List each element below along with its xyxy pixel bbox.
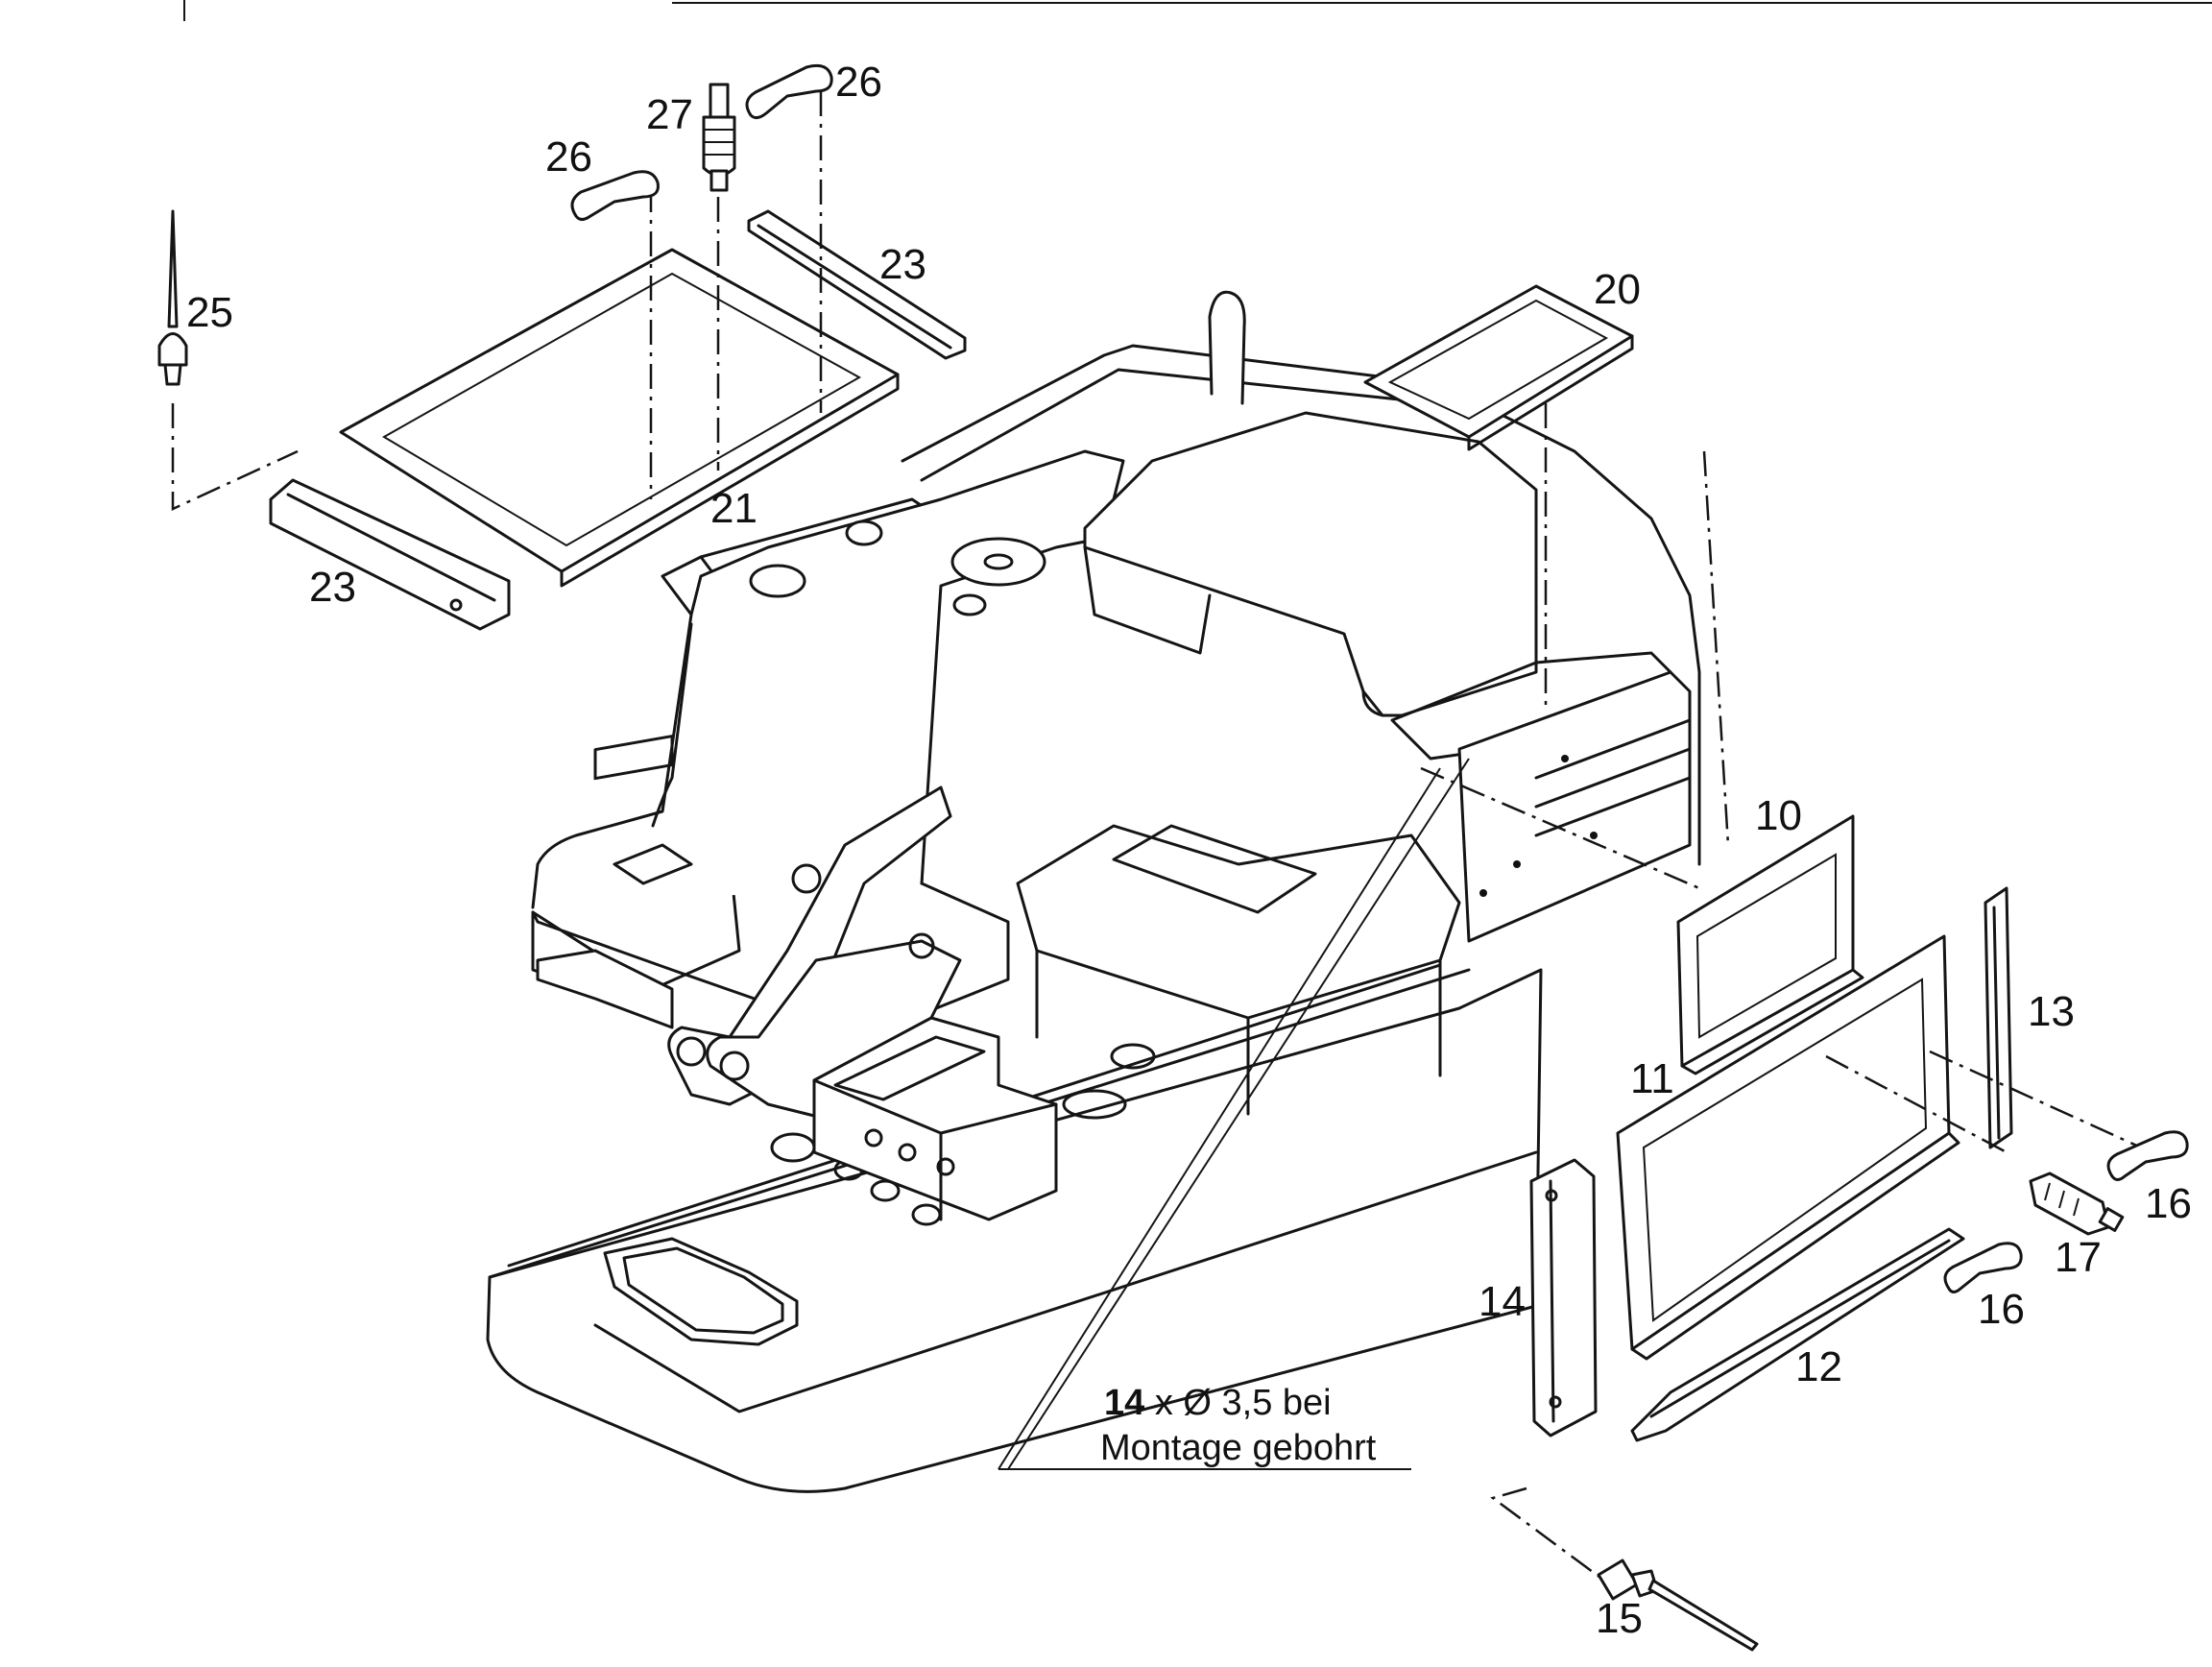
callout-13: 13 — [2028, 988, 2075, 1035]
callout-17: 17 — [2055, 1234, 2102, 1281]
bolt-27 — [702, 83, 736, 192]
clip-26-left — [570, 170, 660, 221]
callout-23-lower: 23 — [309, 564, 356, 611]
callout-14: 14 — [1479, 1278, 1526, 1325]
note-count: 14 — [1104, 1383, 1144, 1423]
clip-26-right — [745, 63, 833, 120]
rivet-pin-15 — [1597, 1558, 1759, 1652]
drilling-note-line2: Montage gebohrt — [1100, 1428, 1377, 1468]
callout-25: 25 — [186, 289, 233, 336]
callout-12: 12 — [1795, 1343, 1842, 1390]
callout-20: 20 — [1594, 266, 1641, 313]
callout-15: 15 — [1596, 1595, 1643, 1642]
clip-16-upper — [2106, 1130, 2189, 1181]
callout-21: 21 — [710, 485, 757, 532]
callout-26-left: 26 — [545, 133, 592, 181]
callout-27: 27 — [646, 91, 693, 138]
callout-16-upper: 16 — [2145, 1180, 2192, 1227]
rivet-pin-25 — [157, 209, 188, 386]
callout-23-upper: 23 — [879, 241, 926, 288]
callout-11: 11 — [1630, 1055, 1674, 1102]
drilling-note-line1: 14 x Ø 3,5 bei — [1104, 1383, 1332, 1423]
clip-16-lower — [1943, 1242, 2023, 1293]
callout-16-lower: 16 — [1978, 1286, 2025, 1333]
bolt-17 — [2029, 1172, 2125, 1236]
grille-10 — [1676, 814, 1864, 1075]
grille-11-assembly — [1420, 450, 2142, 1596]
grille-21-assembly — [171, 91, 967, 631]
callout-26-right: 26 — [835, 59, 882, 106]
callout-10: 10 — [1755, 792, 1802, 839]
grille-20 — [1363, 284, 1634, 451]
note-diameter: x Ø 3,5 bei — [1144, 1383, 1331, 1423]
machine-body — [486, 290, 1701, 1493]
